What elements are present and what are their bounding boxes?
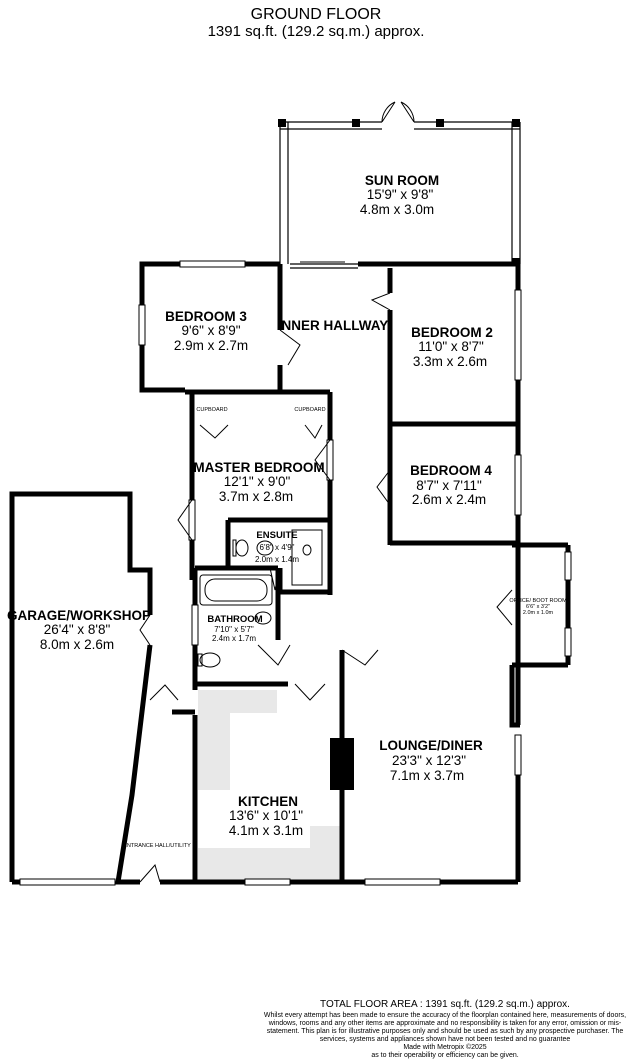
disclaimer-operability: as to their operability or efficiency ca… xyxy=(371,1052,519,1059)
room-metric-bedroom-2: 3.3m x 2.6m xyxy=(413,354,487,369)
room-metric-office: 2.0m x 1.0m xyxy=(523,610,554,616)
kitchen-worktops xyxy=(198,690,340,880)
room-labels: SUN ROOM 15'9" x 9'8" 4.8m x 3.0m BEDROO… xyxy=(7,173,567,849)
floor-area: 1391 sq.ft. (129.2 sq.m.) approx. xyxy=(207,23,425,40)
floor-plan: SUN ROOM 15'9" x 9'8" 4.8m x 3.0m BEDROO… xyxy=(7,101,572,886)
room-metric-kitchen: 4.1m x 3.1m xyxy=(229,823,303,838)
room-imperial-bathroom: 7'10" x 5'7" xyxy=(214,625,254,634)
room-name-ensuite: ENSUITE xyxy=(256,530,297,541)
room-metric-bedroom-3: 2.9m x 2.7m xyxy=(174,338,248,353)
room-name-garage: GARAGE/WORKSHOP xyxy=(7,608,151,623)
room-metric-bathroom: 2.4m x 1.7m xyxy=(212,634,256,643)
doors xyxy=(139,101,513,883)
room-name-sun-room: SUN ROOM xyxy=(365,173,439,188)
made-with-credit: Made with Metropix ©2025 xyxy=(403,1044,487,1051)
chimney-breast xyxy=(330,738,354,790)
room-metric-garage: 8.0m x 2.6m xyxy=(40,637,114,652)
disclaimer-text: Whilst every attempt has been made to en… xyxy=(263,1012,627,1043)
room-imperial-kitchen: 13'6" x 10'1" xyxy=(229,808,303,823)
room-name-master-bedroom: MASTER BEDROOM xyxy=(193,460,324,475)
sunroom-pillars xyxy=(278,119,520,266)
room-imperial-bedroom-3: 9'6" x 8'9" xyxy=(181,323,240,338)
room-imperial-bedroom-4: 8'7" x 7'11" xyxy=(416,478,482,493)
room-metric-lounge: 7.1m x 3.7m xyxy=(390,768,464,783)
windows xyxy=(19,260,572,886)
room-name-kitchen: KITCHEN xyxy=(238,794,298,809)
cupboard-left-label: CUPBOARD xyxy=(196,407,227,413)
room-imperial-lounge: 23'3" x 12'3" xyxy=(392,753,466,768)
room-metric-ensuite: 2.0m x 1.4m xyxy=(255,555,299,564)
cupboard-right-label: CUPBOARD xyxy=(294,407,325,413)
room-name-bedroom-3: BEDROOM 3 xyxy=(165,309,247,324)
room-name-office: OFFICE/ BOOT ROOM xyxy=(509,598,567,604)
room-imperial-bedroom-2: 11'0" x 8'7" xyxy=(418,339,484,354)
room-imperial-master-bedroom: 12'1" x 9'0" xyxy=(224,474,291,489)
room-imperial-ensuite: 6'8" x 4'9" xyxy=(260,543,295,552)
sunroom-walls xyxy=(279,121,521,269)
room-metric-bedroom-4: 2.6m x 2.4m xyxy=(412,492,486,507)
room-imperial-office: 6'6" x 3'2" xyxy=(526,604,550,610)
room-name-inner-hallway: INNER HALLWAY xyxy=(278,318,389,333)
room-name-bedroom-2: BEDROOM 2 xyxy=(411,325,493,340)
room-name-bedroom-4: BEDROOM 4 xyxy=(410,463,492,478)
room-metric-sun-room: 4.8m x 3.0m xyxy=(360,202,434,217)
room-metric-master-bedroom: 3.7m x 2.8m xyxy=(219,489,293,504)
bath xyxy=(199,574,273,606)
total-floor-area: TOTAL FLOOR AREA : 1391 sq.ft. (129.2 sq… xyxy=(320,999,570,1010)
sanitaryware xyxy=(197,529,323,668)
floor-title: GROUND FLOOR xyxy=(250,6,382,23)
room-name-entrance: ENTRANCE HALL/UTILITY xyxy=(123,843,191,849)
room-name-lounge: LOUNGE/DINER xyxy=(379,738,483,753)
room-name-bathroom: BATHROOM xyxy=(207,614,262,625)
room-imperial-garage: 26'4" x 8'8" xyxy=(44,622,111,637)
room-imperial-sun-room: 15'9" x 9'8" xyxy=(367,187,434,202)
